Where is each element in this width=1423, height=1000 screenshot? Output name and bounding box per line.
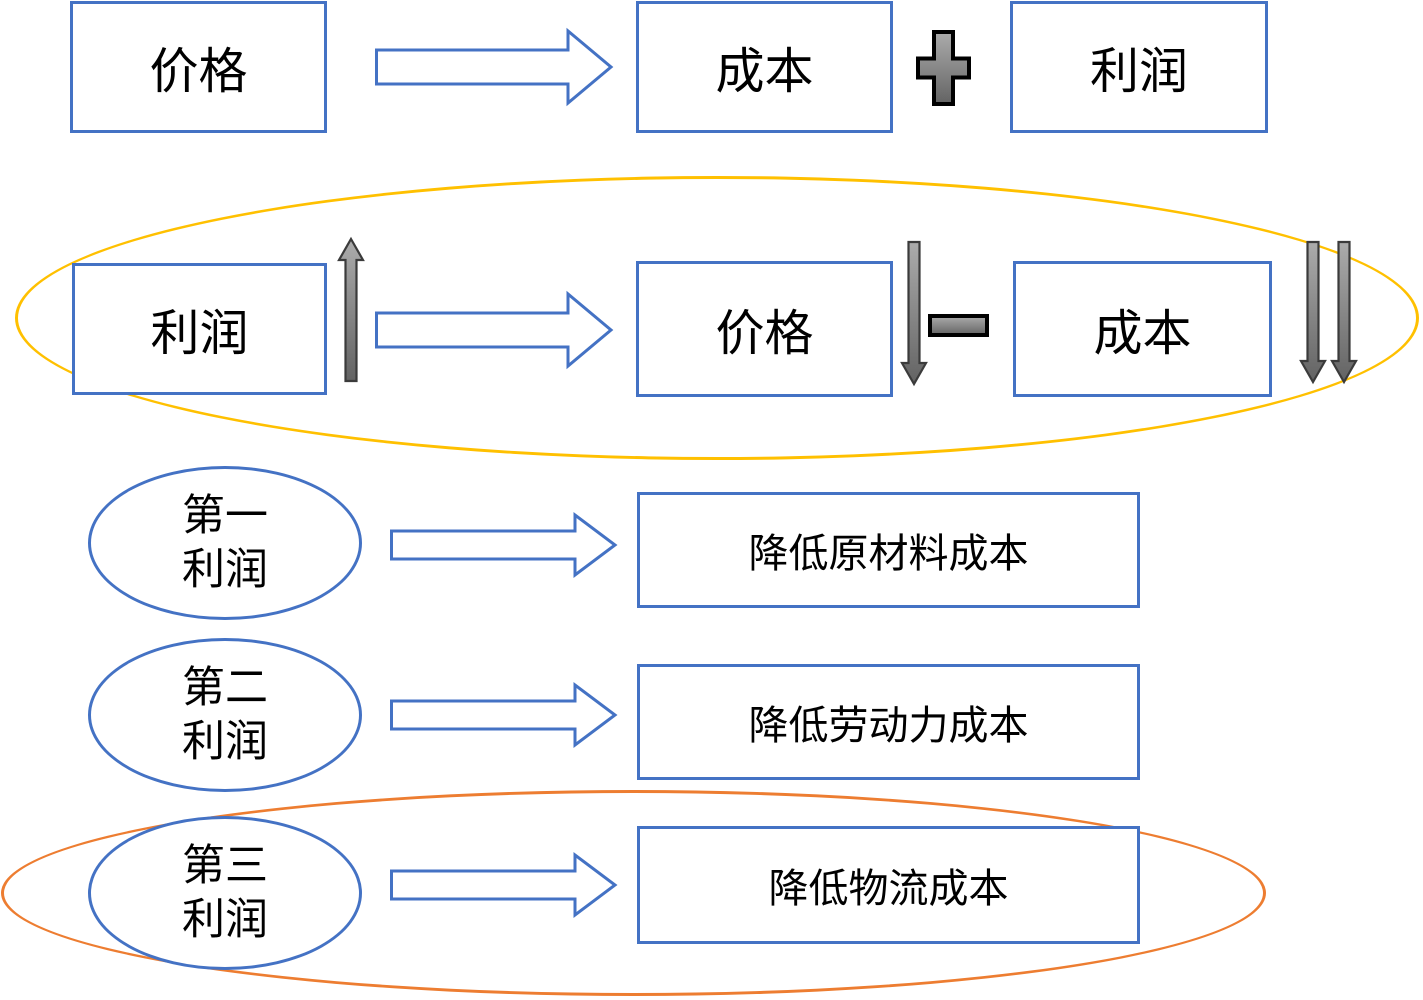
arrow-right-icon bbox=[390, 682, 618, 748]
third-profit-text: 第三 利润 bbox=[182, 839, 268, 947]
price-label-row2: 价格 bbox=[715, 306, 814, 361]
third-profit-line2: 利润 bbox=[182, 896, 268, 944]
cost-box-row1: 成本 bbox=[636, 1, 893, 133]
arrow-right-icon bbox=[390, 512, 618, 578]
reduce-logistics-cost-label: 降低物流成本 bbox=[768, 867, 1009, 911]
arrow-right-icon bbox=[375, 290, 614, 370]
third-profit-ellipse: 第三 利润 bbox=[88, 816, 362, 970]
reduce-material-cost-label: 降低原材料成本 bbox=[748, 532, 1029, 576]
cost-label-row1: 成本 bbox=[715, 44, 814, 99]
first-profit-ellipse: 第一 利润 bbox=[88, 466, 362, 620]
arrow-right-icon bbox=[375, 27, 614, 107]
first-profit-text: 第一 利润 bbox=[182, 489, 268, 597]
reduce-labor-cost-box: 降低劳动力成本 bbox=[637, 664, 1140, 780]
second-profit-line1: 第二 bbox=[182, 663, 268, 712]
arrow-down-icon bbox=[900, 240, 928, 387]
profit-box-row1: 利润 bbox=[1010, 1, 1268, 133]
first-profit-line1: 第一 bbox=[182, 491, 268, 540]
cost-label-row2: 成本 bbox=[1093, 306, 1192, 361]
double-arrow-down-icon bbox=[1330, 240, 1358, 385]
profit-label-row1: 利润 bbox=[1089, 44, 1188, 99]
price-label-row1: 价格 bbox=[149, 44, 248, 99]
second-profit-line2: 利润 bbox=[182, 718, 268, 766]
price-box-row1: 价格 bbox=[70, 1, 327, 133]
reduce-logistics-cost-box: 降低物流成本 bbox=[637, 826, 1140, 944]
third-profit-line1: 第三 bbox=[182, 841, 268, 890]
reduce-labor-cost-label: 降低劳动力成本 bbox=[748, 704, 1029, 748]
second-profit-text: 第二 利润 bbox=[182, 661, 268, 769]
double-arrow-down-icon bbox=[1299, 240, 1327, 385]
arrow-up-icon bbox=[337, 236, 365, 383]
reduce-material-cost-box: 降低原材料成本 bbox=[637, 492, 1140, 608]
price-box-row2: 价格 bbox=[636, 261, 893, 397]
plus-icon bbox=[916, 30, 971, 106]
first-profit-line2: 利润 bbox=[182, 546, 268, 594]
profit-label-row2: 利润 bbox=[150, 306, 249, 361]
profit-box-row2: 利润 bbox=[72, 263, 327, 395]
minus-icon bbox=[928, 314, 989, 337]
arrow-right-icon bbox=[390, 852, 618, 918]
second-profit-ellipse: 第二 利润 bbox=[88, 638, 362, 792]
cost-box-row2: 成本 bbox=[1013, 261, 1272, 397]
